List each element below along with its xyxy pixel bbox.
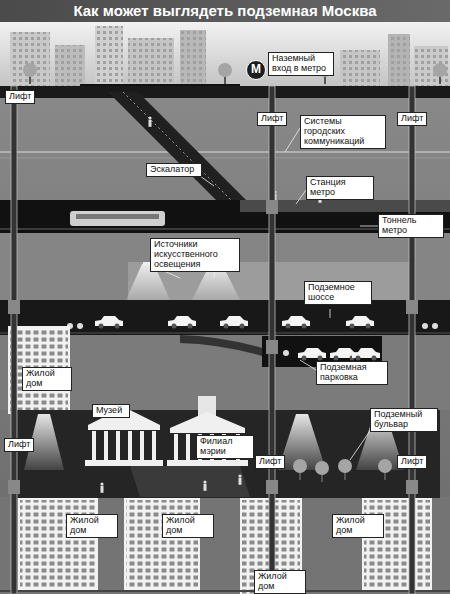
callout-text: Жилой дом bbox=[26, 369, 68, 389]
callout-text: Лифт bbox=[8, 440, 30, 450]
callout-box: Станция метро bbox=[306, 176, 374, 200]
callout-text: М bbox=[251, 63, 261, 76]
callout-box: Музей bbox=[92, 404, 130, 418]
callout-box: Источники искусственного освещения bbox=[150, 238, 240, 272]
escalator bbox=[108, 92, 246, 200]
callout-box: Жилой дом bbox=[22, 367, 72, 391]
callout-text: Лифт bbox=[261, 114, 283, 124]
circle-shape bbox=[247, 61, 266, 80]
leader-lines bbox=[150, 128, 378, 460]
callout-box: Лифт bbox=[255, 455, 285, 469]
callout-text: Тоннель метро bbox=[382, 216, 440, 236]
callout-text: Наземный вход в метро bbox=[272, 54, 330, 74]
callout-text: Эскалатор bbox=[150, 165, 198, 175]
callout-box: Жилой дом bbox=[66, 514, 118, 538]
callout-text: Станция метро bbox=[310, 178, 370, 198]
diagram-title: Как может выглядеть подземная Москва bbox=[0, 0, 450, 22]
callout-box: Лифт bbox=[397, 455, 427, 469]
callout-text: Жилой дом bbox=[258, 572, 302, 592]
callout-box: Тоннель метро bbox=[378, 214, 444, 238]
callout-box: Системы городских коммуникаций bbox=[300, 115, 386, 149]
callout-box: Наземный вход в метро bbox=[268, 52, 334, 76]
city-surface bbox=[0, 22, 450, 86]
callout-box: Эскалатор bbox=[146, 163, 202, 177]
callout-box: Лифт bbox=[4, 438, 34, 452]
elevator-shafts bbox=[8, 86, 418, 594]
callout-box: Подземный бульвар bbox=[370, 408, 438, 432]
callout-text: Лифт bbox=[259, 457, 281, 467]
callout-text: Жилой дом bbox=[336, 516, 380, 536]
callout-box: Жилой дом bbox=[332, 514, 384, 538]
bottom-residential-buildings bbox=[0, 498, 450, 594]
callout-text: Подземное шоссе bbox=[308, 283, 368, 303]
callout-box: Лифт bbox=[5, 90, 35, 104]
callout-text: Источники искусственного освещения bbox=[154, 240, 236, 270]
surface-slab bbox=[0, 84, 450, 158]
callout-box: Лифт bbox=[397, 112, 427, 126]
title-band bbox=[0, 0, 450, 22]
callout-text: Филиал мэрии bbox=[200, 437, 250, 457]
highway bbox=[0, 262, 450, 335]
callout-box: Филиал мэрии bbox=[196, 435, 254, 459]
boulevard-cavity bbox=[15, 410, 440, 498]
callout-text: Подземная парковка bbox=[320, 363, 384, 383]
callout-text: Жилой дом bbox=[70, 516, 114, 536]
callout-box: Лифт bbox=[257, 112, 287, 126]
callout-text: Системы городских коммуникаций bbox=[304, 117, 382, 147]
callout-text: Музей bbox=[96, 406, 126, 416]
callout-box: Жилой дом bbox=[254, 570, 306, 594]
callout-box: Подземное шоссе bbox=[304, 281, 372, 305]
metro-logo-circle: М bbox=[246, 60, 266, 80]
callout-box: Подземная парковка bbox=[316, 361, 388, 385]
callout-text: Лифт bbox=[401, 114, 423, 124]
callout-text: Подземный бульвар bbox=[374, 410, 434, 430]
callout-text: Лифт bbox=[9, 92, 31, 102]
callout-box: Жилой дом bbox=[162, 514, 214, 538]
callout-text: Лифт bbox=[401, 457, 423, 467]
callout-text: Жилой дом bbox=[166, 516, 210, 536]
